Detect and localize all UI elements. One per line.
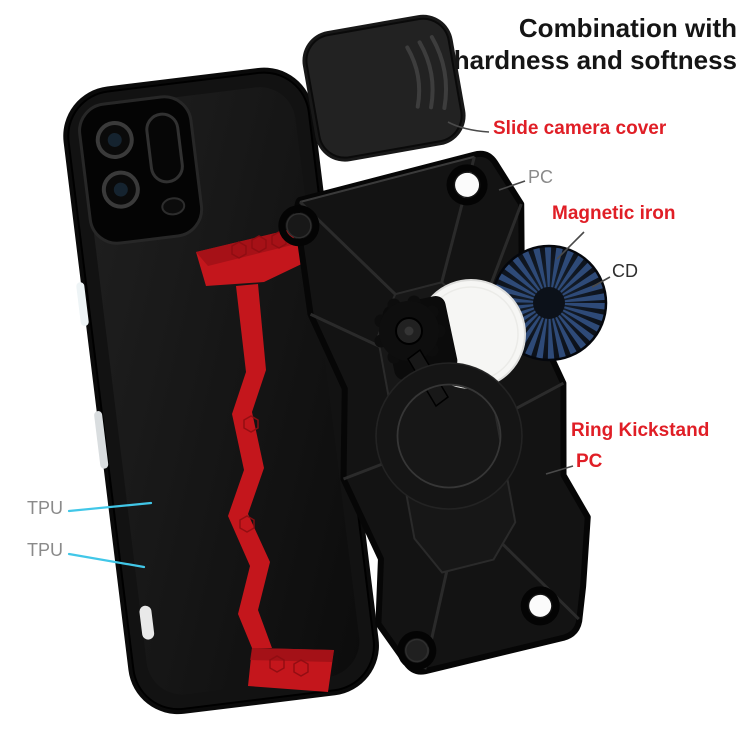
red-inner-frame [196, 230, 334, 692]
flash-cutout [161, 197, 186, 216]
side-button [94, 411, 109, 469]
headline-line2: hardness and softness [453, 45, 737, 76]
label-pc-top: PC [528, 167, 554, 187]
leader-magnetic-iron [556, 231, 585, 260]
leader-tpu-bottom [67, 552, 146, 569]
side-button [76, 282, 89, 326]
label-tpu-top: TPU [27, 498, 63, 518]
callout-lines [67, 121, 611, 569]
headline-line1: Combination with [518, 13, 737, 43]
leader-cd [591, 276, 611, 288]
leader-pc-top [498, 180, 526, 191]
label-tpu-bottom: TPU [27, 540, 63, 560]
slide-camera-cover-art [302, 14, 466, 162]
label-cd: CD [612, 261, 638, 281]
armor-facets [298, 156, 580, 670]
label-ring-kickstand: Ring Kickstand [571, 420, 710, 441]
camera-pill-cutout [145, 112, 184, 184]
leader-pc-bottom [545, 465, 574, 475]
ring-kickstand-art [375, 362, 523, 510]
honeycomb-texture [231, 231, 309, 677]
leader-tpu-top [67, 501, 153, 513]
phone-case [63, 67, 379, 715]
leader-slide-camera-cover [447, 121, 490, 133]
armor-corner-holes [278, 164, 560, 670]
label-slide-camera-cover: Slide camera cover [493, 118, 667, 139]
port-cutout [139, 605, 155, 640]
label-magnetic-iron: Magnetic iron [552, 203, 676, 224]
label-pc-bottom: PC [576, 451, 603, 472]
camera-module [78, 95, 204, 245]
headline: Combination with hardness and softness [437, 12, 737, 76]
